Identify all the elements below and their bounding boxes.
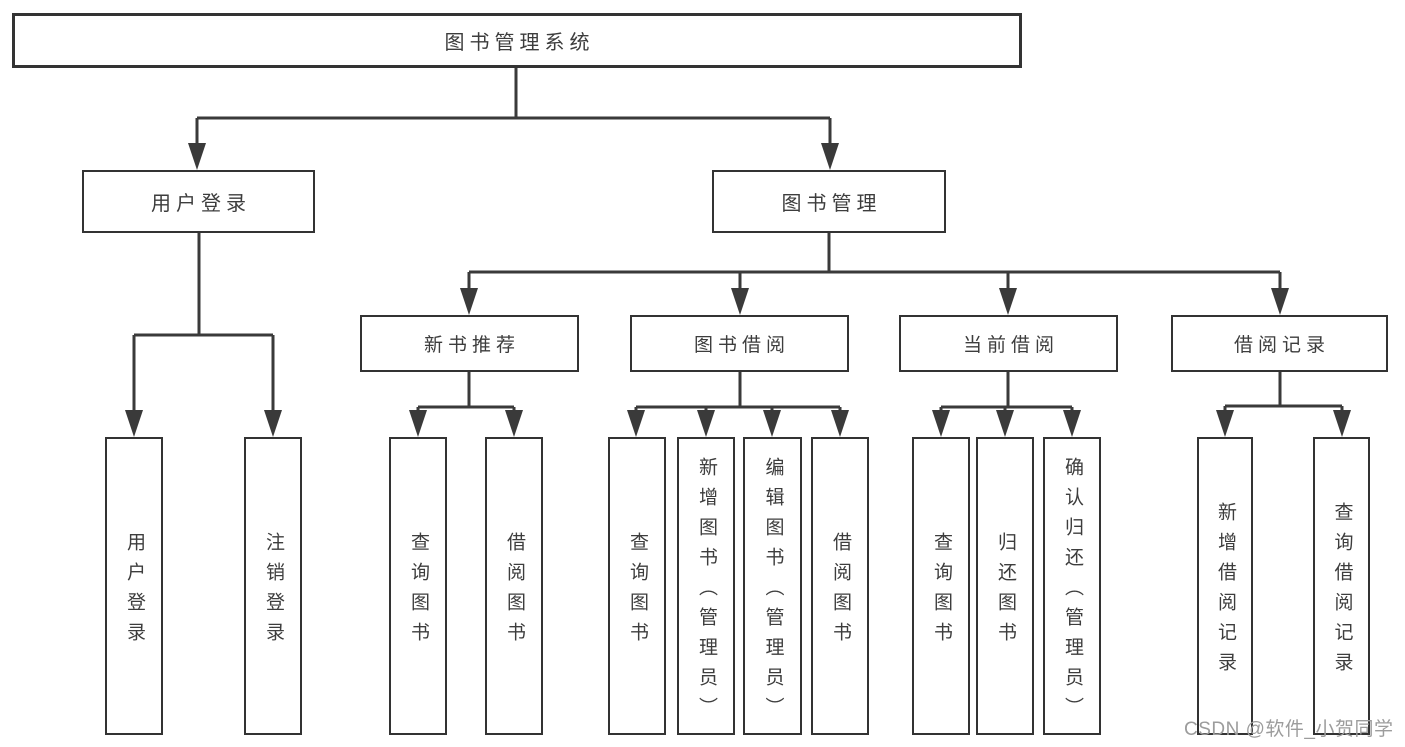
leaf-query-borrow-record: 查询借阅记录 [1313,437,1370,735]
node-current-borrowing: 当前借阅 [899,315,1118,372]
leaf-logout: 注销登录 [244,437,302,735]
node-new-book-recommend: 新书推荐 [360,315,579,372]
node-book-borrowing: 图书借阅 [630,315,849,372]
node-borrowing-records: 借阅记录 [1171,315,1388,372]
leaf-confirm-return-admin-label: 确认归还（管理员） [1061,456,1083,727]
leaf-query-books-recommend-label: 查询图书 [407,531,429,652]
leaf-query-books-current-label: 查询图书 [930,531,952,652]
node-root-system: 图书管理系统 [12,13,1022,68]
csdn-watermark: CSDN @软件_小贺同学 [1184,719,1394,740]
leaf-borrow-books-recommend: 借阅图书 [485,437,543,735]
node-user-login-module: 用户登录 [82,170,315,233]
leaf-add-borrow-record: 新增借阅记录 [1197,437,1253,735]
leaf-query-books-borrow-label: 查询图书 [626,531,648,652]
leaf-logout-label: 注销登录 [262,531,284,652]
leaf-user-login-label: 用户登录 [123,531,145,652]
leaf-add-borrow-record-label: 新增借阅记录 [1214,501,1236,682]
arrowheads [125,143,1351,437]
leaf-return-books-label: 归还图书 [994,531,1016,652]
leaf-add-books-admin: 新增图书（管理员） [677,437,735,735]
leaf-edit-books-admin-label: 编辑图书（管理员） [762,456,784,727]
leaf-edit-books-admin: 编辑图书（管理员） [743,437,802,735]
node-book-management-module: 图书管理 [712,170,946,233]
leaf-borrow-books-label: 借阅图书 [829,531,851,652]
leaf-add-books-admin-label: 新增图书（管理员） [695,456,717,727]
leaf-query-books-current: 查询图书 [912,437,970,735]
leaf-query-borrow-record-label: 查询借阅记录 [1331,501,1353,682]
leaf-query-books-recommend: 查询图书 [389,437,447,735]
leaf-user-login: 用户登录 [105,437,163,735]
leaf-borrow-books: 借阅图书 [811,437,869,735]
leaf-return-books: 归还图书 [976,437,1034,735]
leaf-borrow-books-recommend-label: 借阅图书 [503,531,525,652]
leaf-confirm-return-admin: 确认归还（管理员） [1043,437,1101,735]
leaf-query-books-borrow: 查询图书 [608,437,666,735]
